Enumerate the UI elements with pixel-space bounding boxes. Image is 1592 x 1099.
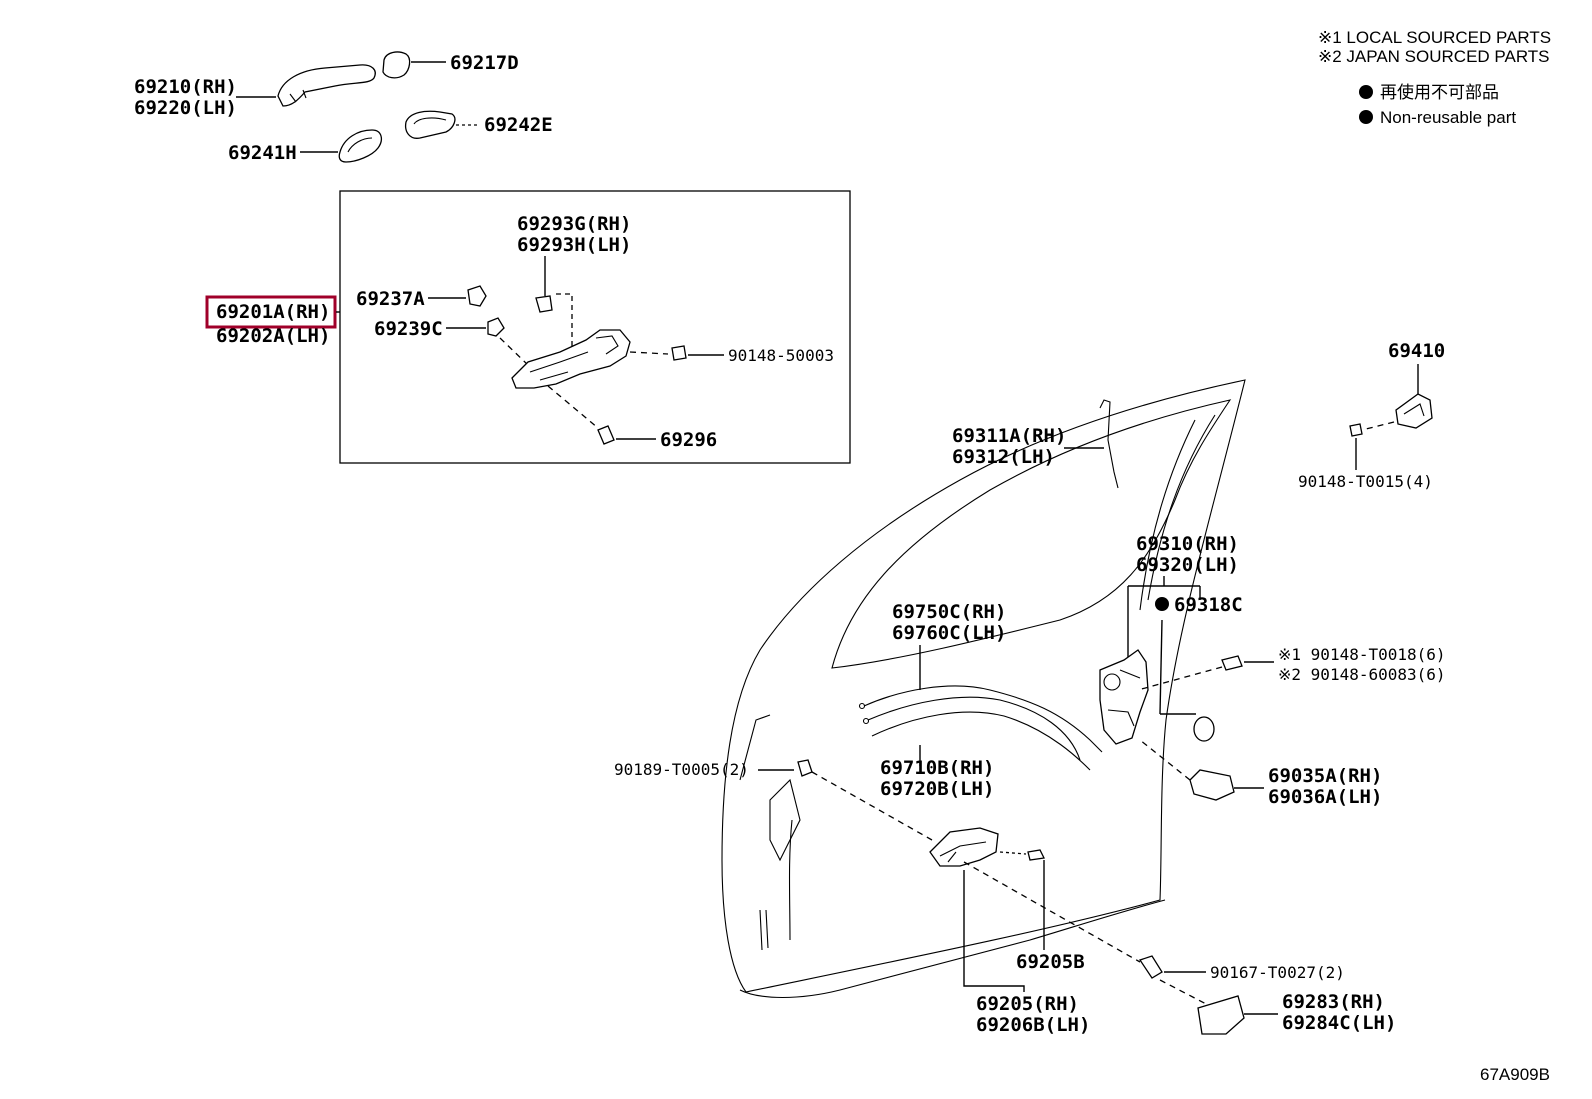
clip-69239C-shape (487, 317, 505, 337)
label-69035A[interactable]: 69035A(RH) (1268, 765, 1382, 787)
label-69241H[interactable]: 69241H (228, 142, 297, 164)
diagram-code: 67A909B (1480, 1065, 1550, 1084)
seal-69318C-shape (1193, 716, 1215, 742)
door-outline (721, 379, 1246, 993)
label-69284C[interactable]: 69284C(LH) (1282, 1012, 1396, 1034)
label-90167[interactable]: 90167-T0027(2) (1210, 963, 1345, 982)
label-69710B[interactable]: 69710B(RH) (880, 757, 994, 779)
clip-69293-shape (535, 295, 553, 313)
label-90189[interactable]: 90189-T0005(2) (614, 760, 749, 779)
label-69293G[interactable]: 69293G(RH) (517, 213, 631, 235)
label-69239C[interactable]: 69239C (374, 318, 443, 340)
door-lock-assy-shape (1099, 649, 1149, 745)
label-69217D[interactable]: 69217D (450, 52, 519, 74)
cover-69283-shape (1197, 995, 1245, 1035)
screw-90148-T0018-shape (1221, 655, 1243, 671)
label-69311A[interactable]: 69311A(RH) (952, 425, 1066, 447)
label-69205B[interactable]: 69205B (1016, 951, 1085, 973)
screw-69205B-shape (1027, 849, 1045, 861)
label-69205[interactable]: 69205(RH) (976, 993, 1079, 1015)
outside-handle-shape (277, 64, 376, 107)
handle-cap-shape (382, 51, 411, 79)
handle-frame-shape (511, 329, 631, 389)
label-69220[interactable]: 69220(LH) (134, 97, 237, 119)
lock-rod-shape (1099, 399, 1119, 489)
label-90148-T0018[interactable]: ※1 90148-T0018(6) (1278, 645, 1446, 664)
label-69201A[interactable]: 69201A(RH) (216, 301, 330, 323)
note-japan-sourced: ※2 JAPAN SOURCED PARTS (1318, 47, 1550, 66)
label-69036A[interactable]: 69036A(LH) (1268, 786, 1382, 808)
label-69202A[interactable]: 69202A(LH) (216, 325, 330, 347)
label-69318C[interactable]: 69318C (1174, 594, 1243, 616)
label-69750C[interactable]: 69750C(RH) (892, 601, 1006, 623)
bullet-icon (1359, 85, 1373, 99)
screw-69296-shape (597, 425, 615, 445)
note-nonreusable-en: Non-reusable part (1380, 108, 1516, 127)
label-69312[interactable]: 69312(LH) (952, 446, 1055, 468)
note-nonreusable-jp: 再使用不可部品 (1380, 82, 1499, 102)
highlight-box (205, 295, 337, 329)
label-69296[interactable]: 69296 (660, 429, 717, 451)
handle-gasket-shape (338, 129, 383, 163)
label-69410[interactable]: 69410 (1388, 340, 1445, 362)
label-69283[interactable]: 69283(RH) (1282, 991, 1385, 1013)
screw-90167-shape (1138, 955, 1163, 979)
note-local-sourced: ※1 LOCAL SOURCED PARTS (1318, 28, 1551, 47)
striker-shape (1395, 393, 1433, 429)
label-69720B[interactable]: 69720B(LH) (880, 778, 994, 800)
screw-90148-50003-shape (671, 345, 687, 361)
frame-subassembly-box (339, 190, 851, 464)
label-69310[interactable]: 69310(RH) (1136, 533, 1239, 555)
label-69242E[interactable]: 69242E (484, 114, 553, 136)
label-90148-50003[interactable]: 90148-50003 (728, 346, 834, 365)
cable-69750C-shape (863, 685, 1103, 753)
label-69293H[interactable]: 69293H(LH) (517, 234, 631, 256)
cover-69035A-shape (1189, 769, 1235, 801)
label-90148-60083[interactable]: ※2 90148-60083(6) (1278, 665, 1446, 684)
non-reusable-bullet-icon (1155, 597, 1169, 611)
clip-69237A-shape (467, 285, 487, 307)
label-69237A[interactable]: 69237A (356, 288, 425, 310)
handle-pad-shape (404, 110, 456, 139)
clip-90189-shape (797, 759, 813, 777)
bolt-90148-T0015-shape (1349, 423, 1363, 437)
label-69206B[interactable]: 69206B(LH) (976, 1014, 1090, 1036)
label-69760C[interactable]: 69760C(LH) (892, 622, 1006, 644)
label-90148-T0015[interactable]: 90148-T0015(4) (1298, 472, 1433, 491)
inside-handle-shape (929, 827, 999, 867)
bullet-icon (1359, 110, 1373, 124)
label-69210[interactable]: 69210(RH) (134, 76, 237, 98)
label-69320[interactable]: 69320(LH) (1136, 554, 1239, 576)
